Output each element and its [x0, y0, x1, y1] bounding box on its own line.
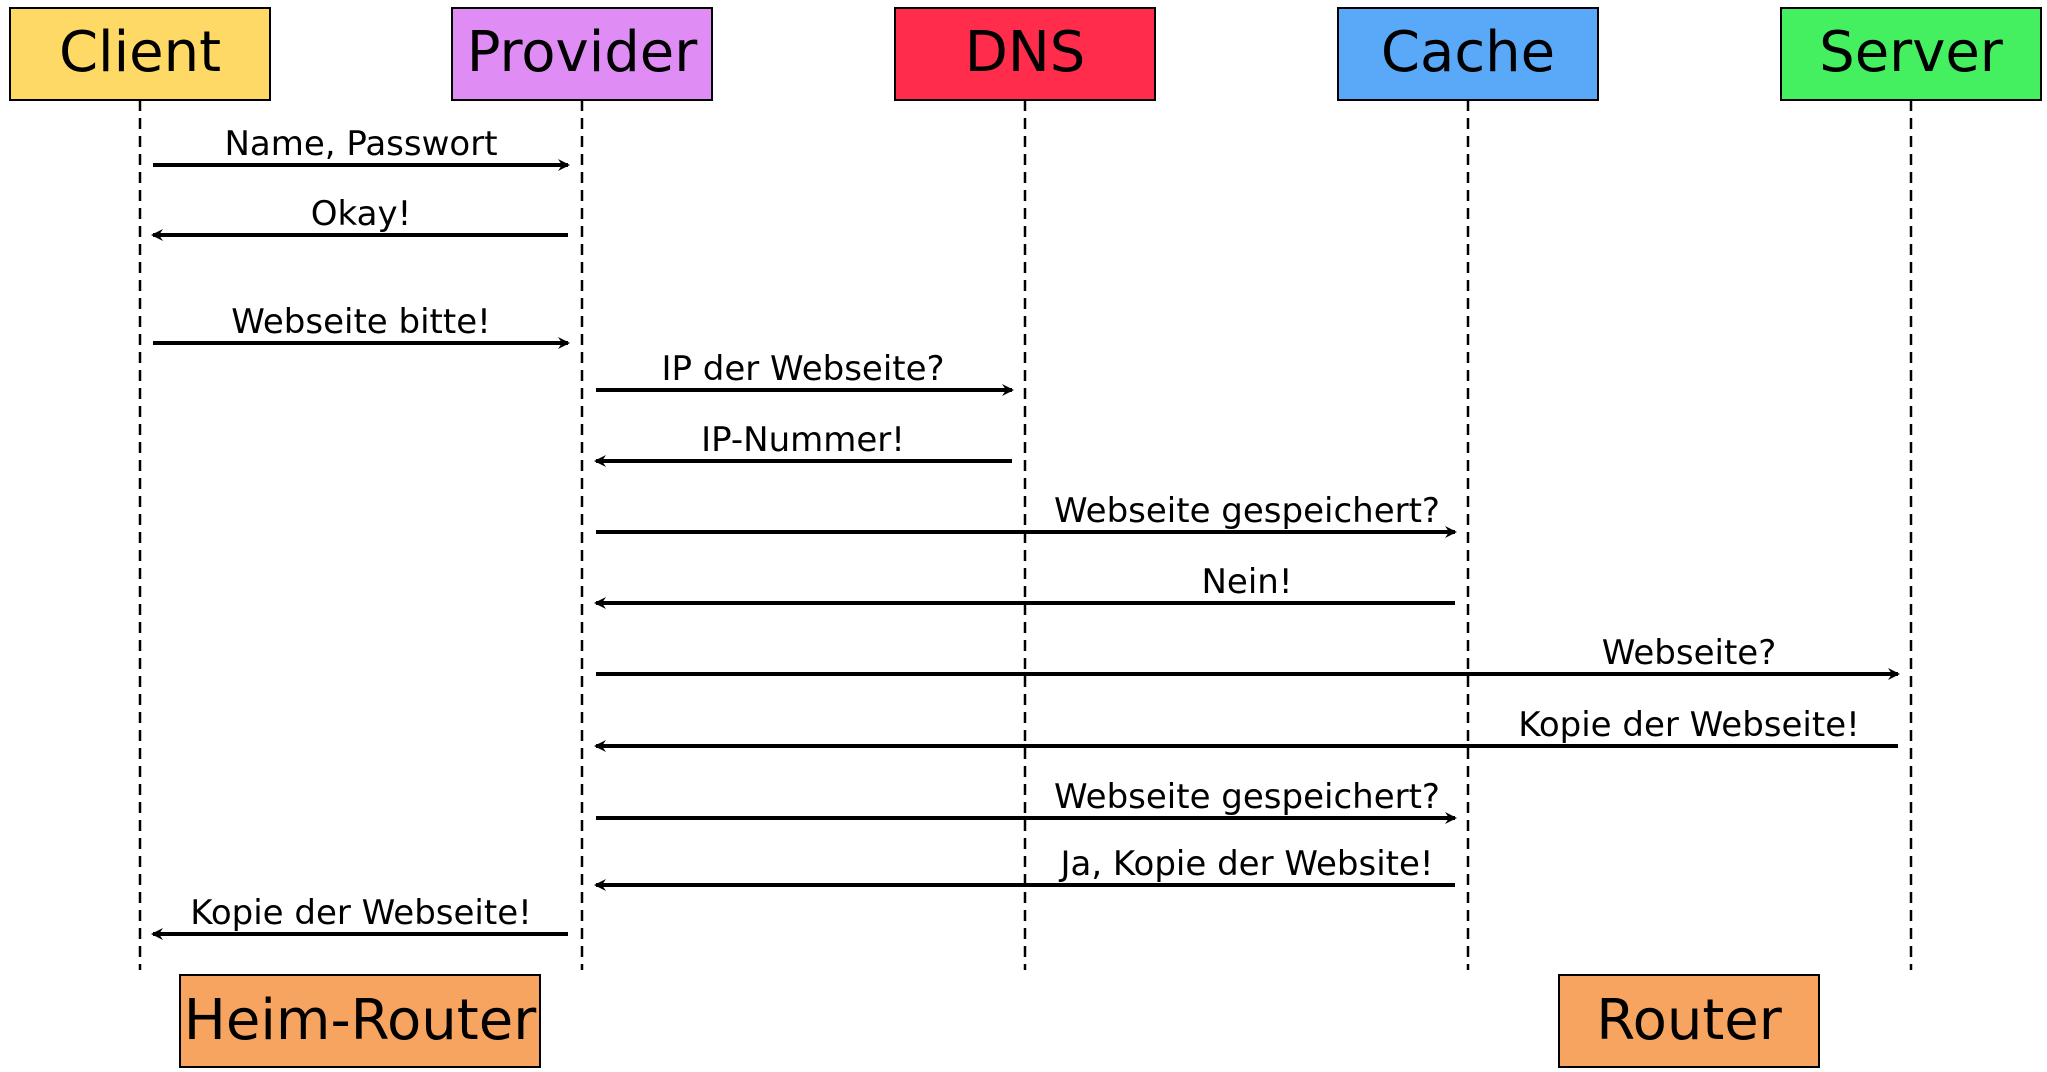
- group-heim-router: Heim-Router: [179, 974, 541, 1068]
- message-1: Name, Passwort: [153, 124, 570, 171]
- actor-server-box: [1780, 7, 2042, 101]
- message-10-label: Webseite gespeichert?: [1054, 777, 1440, 817]
- actor-provider-label: Provider: [467, 20, 699, 85]
- message-7-label: Nein!: [1202, 562, 1293, 602]
- message-9: Kopie der Webseite!: [594, 705, 1898, 752]
- message-6-label: Webseite gespeichert?: [1054, 491, 1440, 531]
- message-12: Kopie der Webseite!: [151, 893, 568, 940]
- group-heim-router-label: Heim-Router: [184, 988, 537, 1053]
- message-2: Okay!: [151, 194, 568, 241]
- message-5: IP-Nummer!: [594, 420, 1012, 467]
- message-8-label: Webseite?: [1602, 633, 1777, 673]
- message-3: Webseite bitte!: [153, 302, 570, 349]
- group-router-label: Router: [1596, 988, 1783, 1053]
- message-6: Webseite gespeichert?: [596, 491, 1457, 538]
- message-11: Ja, Kopie der Website!: [594, 844, 1455, 891]
- message-12-label: Kopie der Webseite!: [190, 893, 532, 933]
- actor-server: Server: [1780, 7, 2042, 101]
- message-4-label: IP der Webseite?: [661, 349, 944, 389]
- actor-provider: Provider: [451, 7, 713, 101]
- actor-dns-label: DNS: [965, 20, 1086, 85]
- actor-client: Client: [9, 7, 271, 101]
- message-10: Webseite gespeichert?: [596, 777, 1457, 824]
- message-8: Webseite?: [596, 633, 1900, 680]
- message-2-label: Okay!: [311, 194, 411, 234]
- message-7: Nein!: [594, 562, 1455, 609]
- actor-dns-box: [894, 7, 1156, 101]
- actor-cache-label: Cache: [1381, 20, 1555, 85]
- actor-client-label: Client: [59, 20, 221, 85]
- message-11-label: Ja, Kopie der Website!: [1058, 844, 1433, 884]
- message-1-label: Name, Passwort: [224, 124, 497, 164]
- actor-dns: DNS: [894, 7, 1156, 101]
- actor-client-box: [9, 7, 271, 101]
- message-4: IP der Webseite?: [596, 349, 1014, 396]
- actor-cache-box: [1337, 7, 1599, 101]
- message-3-label: Webseite bitte!: [231, 302, 491, 342]
- actor-cache: Cache: [1337, 7, 1599, 101]
- message-9-label: Kopie der Webseite!: [1518, 705, 1860, 745]
- actor-server-label: Server: [1819, 20, 2004, 85]
- group-router-box: [1558, 974, 1820, 1068]
- actor-provider-box: [451, 7, 713, 101]
- group-heim-router-box: [179, 974, 541, 1068]
- message-5-label: IP-Nummer!: [701, 420, 905, 460]
- group-router: Router: [1558, 974, 1820, 1068]
